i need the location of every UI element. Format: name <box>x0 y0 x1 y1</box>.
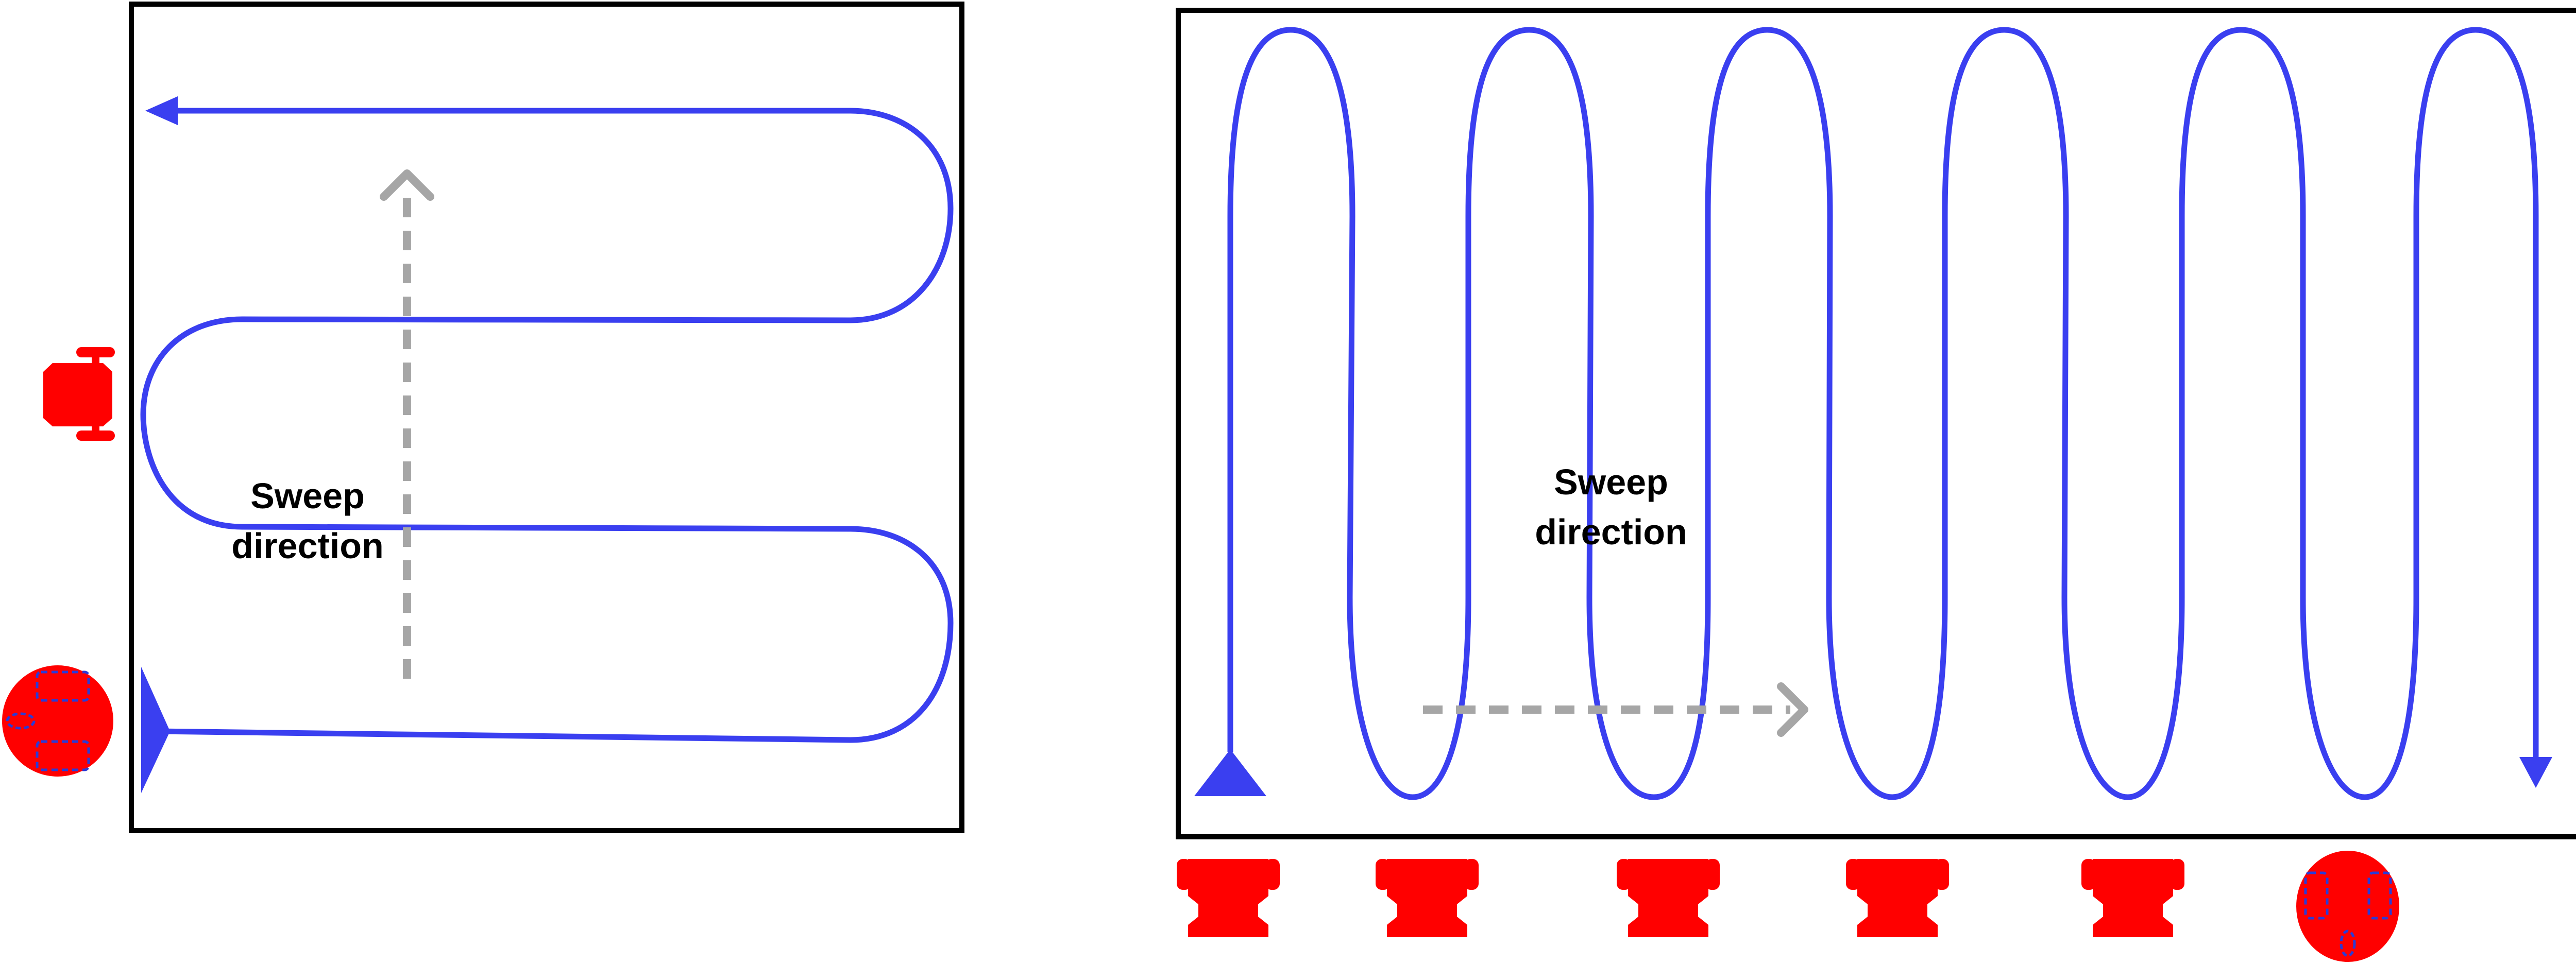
left-sweep-label-line2: direction <box>231 526 384 566</box>
left-panel: Sweep direction <box>2 2 964 833</box>
right-panel: Sweep direction <box>1176 8 2576 962</box>
left-robot-large <box>2 665 113 777</box>
right-robot-small-4 <box>1846 859 1949 937</box>
right-sweep-label-line2: direction <box>1535 512 1687 552</box>
left-path-end-arrow <box>145 96 178 125</box>
left-area-border <box>129 2 964 833</box>
right-robot-small-1 <box>1177 859 1280 937</box>
left-sweep-label-line1: Sweep <box>250 476 365 516</box>
right-robot-small-3 <box>1617 859 1720 937</box>
right-path-start-marker <box>1194 749 1266 796</box>
left-coverage-path <box>140 108 954 743</box>
right-area-border <box>1176 8 2576 839</box>
left-robot-small <box>43 347 115 441</box>
left-path-start-marker <box>141 667 170 793</box>
left-sweep-arrow-head <box>380 169 434 201</box>
right-sweep-label-line1: Sweep <box>1554 462 1668 502</box>
right-robot-small-5 <box>2081 859 2184 937</box>
right-sweep-arrow-head <box>1777 682 1808 737</box>
right-robot-small-2 <box>1376 859 1479 937</box>
right-coverage-path <box>1227 27 2539 800</box>
right-robot-large <box>2296 851 2399 962</box>
right-path-end-arrow <box>2519 757 2552 788</box>
